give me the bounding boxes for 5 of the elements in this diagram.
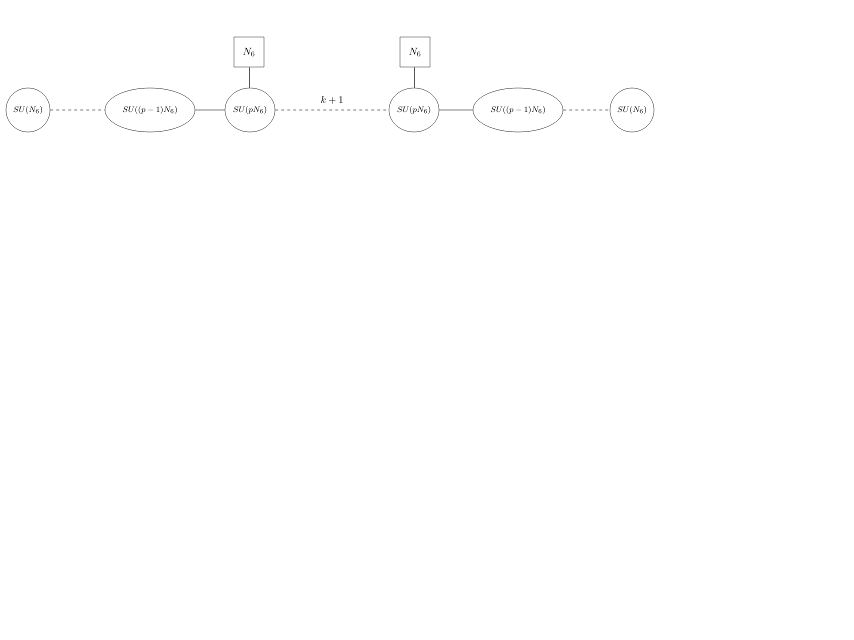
connector-line xyxy=(414,66,416,88)
edge-label: $k+1$ xyxy=(320,95,344,105)
connector-line xyxy=(248,66,250,88)
flavor-box: $N_6$ xyxy=(400,36,430,68)
flavor-box: $N_6$ xyxy=(234,36,264,68)
